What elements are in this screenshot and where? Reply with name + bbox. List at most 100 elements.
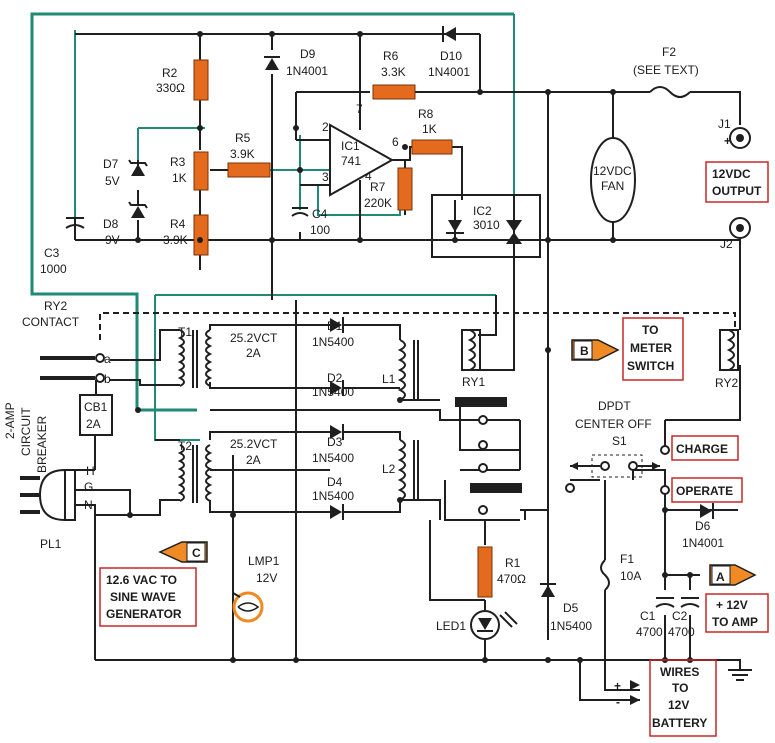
- battery-line3: 12V: [668, 698, 689, 712]
- label-r5-value: 3.9K: [230, 147, 255, 161]
- amp-line2: TO AMP: [712, 615, 758, 629]
- label-d10-value: 1N4001: [428, 65, 470, 79]
- label-l1-name: L1: [382, 372, 396, 386]
- tag-b-label: B: [580, 344, 589, 358]
- label-d4-name: D4: [327, 475, 343, 489]
- operate-box: [671, 477, 743, 503]
- label-ic1-value: 741: [341, 154, 361, 168]
- pin-4: 4: [365, 169, 372, 183]
- label-r2-name: R2: [162, 66, 178, 80]
- plug-g: G: [84, 480, 93, 494]
- label-d4-value: 1N5400: [312, 489, 354, 503]
- label-f2-value: (SEE TEXT): [633, 63, 699, 77]
- zener-d8: [131, 206, 145, 218]
- transformer-t1: [177, 329, 213, 388]
- label-j1-name: J1: [718, 117, 731, 131]
- label-d9-name: D9: [300, 47, 316, 61]
- label-t1-current: 2A: [246, 346, 261, 360]
- label-r8-value: 1K: [422, 122, 437, 136]
- plug-h: H: [86, 464, 95, 478]
- label-d6-value: 1N4001: [682, 536, 724, 550]
- battery-arrows: [630, 680, 640, 705]
- label-c2-value: 4700: [668, 625, 695, 639]
- cb-line1: 2-AMP: [3, 402, 17, 439]
- inductor-l1: [397, 339, 419, 401]
- junction-dots: [127, 31, 693, 663]
- label-c1-name: C1: [640, 609, 656, 623]
- label-r7-name: R7: [370, 180, 386, 194]
- resistor-r3: [193, 151, 209, 191]
- tag-c-label: C: [192, 546, 201, 560]
- meter-switch-box: [622, 317, 684, 381]
- battery-line4: BATTERY: [652, 716, 707, 730]
- label-l2-name: L2: [382, 462, 396, 476]
- transformer-t2: [177, 444, 213, 503]
- label-cb1-name: CB1: [84, 400, 108, 414]
- label-lmp1-value: 12V: [256, 571, 277, 585]
- label-c3-name: C3: [44, 246, 60, 260]
- label-t2-current: 2A: [246, 453, 261, 467]
- diode-d3: [330, 425, 342, 439]
- meter-line1: TO: [642, 323, 658, 337]
- s1-line3: S1: [612, 434, 627, 448]
- ry2-contact-line1: RY2: [44, 299, 67, 313]
- jacks: [729, 127, 751, 239]
- ground-icon: [728, 669, 752, 681]
- label-f2-name: F2: [662, 45, 676, 59]
- resistor-r6: [372, 84, 416, 100]
- label-r6-value: 3.3K: [381, 65, 406, 79]
- pin-a: a: [104, 352, 111, 366]
- diode-d9: [265, 58, 279, 70]
- charge-label: CHARGE: [676, 442, 728, 456]
- battery-line1: WIRES: [660, 665, 699, 679]
- label-d1-name: D1: [327, 319, 343, 333]
- fuse-f2: [649, 86, 691, 98]
- label-d2-name: D2: [327, 371, 343, 385]
- label-j1-sign: +: [724, 134, 731, 148]
- label-t2-name: T2: [178, 439, 192, 453]
- charge-box: [671, 435, 739, 461]
- label-d10-name: D10: [440, 49, 462, 63]
- label-d3-value: 1N5400: [312, 451, 354, 465]
- label-d6-name: D6: [695, 519, 711, 533]
- s1-line2: CENTER OFF: [575, 417, 652, 431]
- label-c4-name: C4: [312, 207, 328, 221]
- label-d3-name: D3: [327, 435, 343, 449]
- relay-contacts: [455, 397, 526, 520]
- fuse-f1: [600, 559, 610, 591]
- resistor-r8: [411, 139, 453, 155]
- label-lmp1-name: LMP1: [248, 554, 280, 568]
- label-d5-name: D5: [563, 601, 579, 615]
- label-led1: LED1: [436, 619, 466, 633]
- capacitors: [65, 207, 700, 608]
- ry2-contact-line2: CONTACT: [22, 315, 80, 329]
- tag-a-shape: [709, 564, 757, 586]
- label-r2-value: 330Ω: [156, 81, 185, 95]
- sine-line3: GENERATOR: [106, 607, 182, 621]
- switch-s1: [565, 445, 670, 495]
- diode-d4: [330, 505, 342, 519]
- label-r3-value: 1K: [172, 171, 187, 185]
- resistor-r5: [227, 162, 271, 178]
- pin-7: 7: [356, 102, 363, 116]
- label-t1-name: T1: [178, 325, 192, 339]
- cb-line3: BREAKER: [35, 415, 49, 473]
- relay-ry1-coil: [461, 329, 481, 371]
- label-r3-name: R3: [170, 155, 186, 169]
- amp-line1: + 12V: [716, 598, 748, 612]
- plug-n: N: [84, 498, 93, 512]
- ic2-optocoupler: [431, 194, 541, 258]
- label-d7-name: D7: [103, 157, 119, 171]
- label-ic2-value: 3010: [473, 218, 500, 232]
- lamp-lmp1: [232, 591, 264, 623]
- s1-line1: DPDT: [598, 399, 631, 413]
- output-line2: OUTPUT: [712, 184, 762, 198]
- resistor-r4: [193, 214, 209, 256]
- label-d9-value: 1N4001: [286, 64, 328, 78]
- led1: [470, 610, 518, 640]
- diode-d5: [541, 585, 555, 597]
- diodes: [128, 26, 714, 597]
- fan: [590, 137, 636, 223]
- label-ic2-name: IC2: [473, 204, 492, 218]
